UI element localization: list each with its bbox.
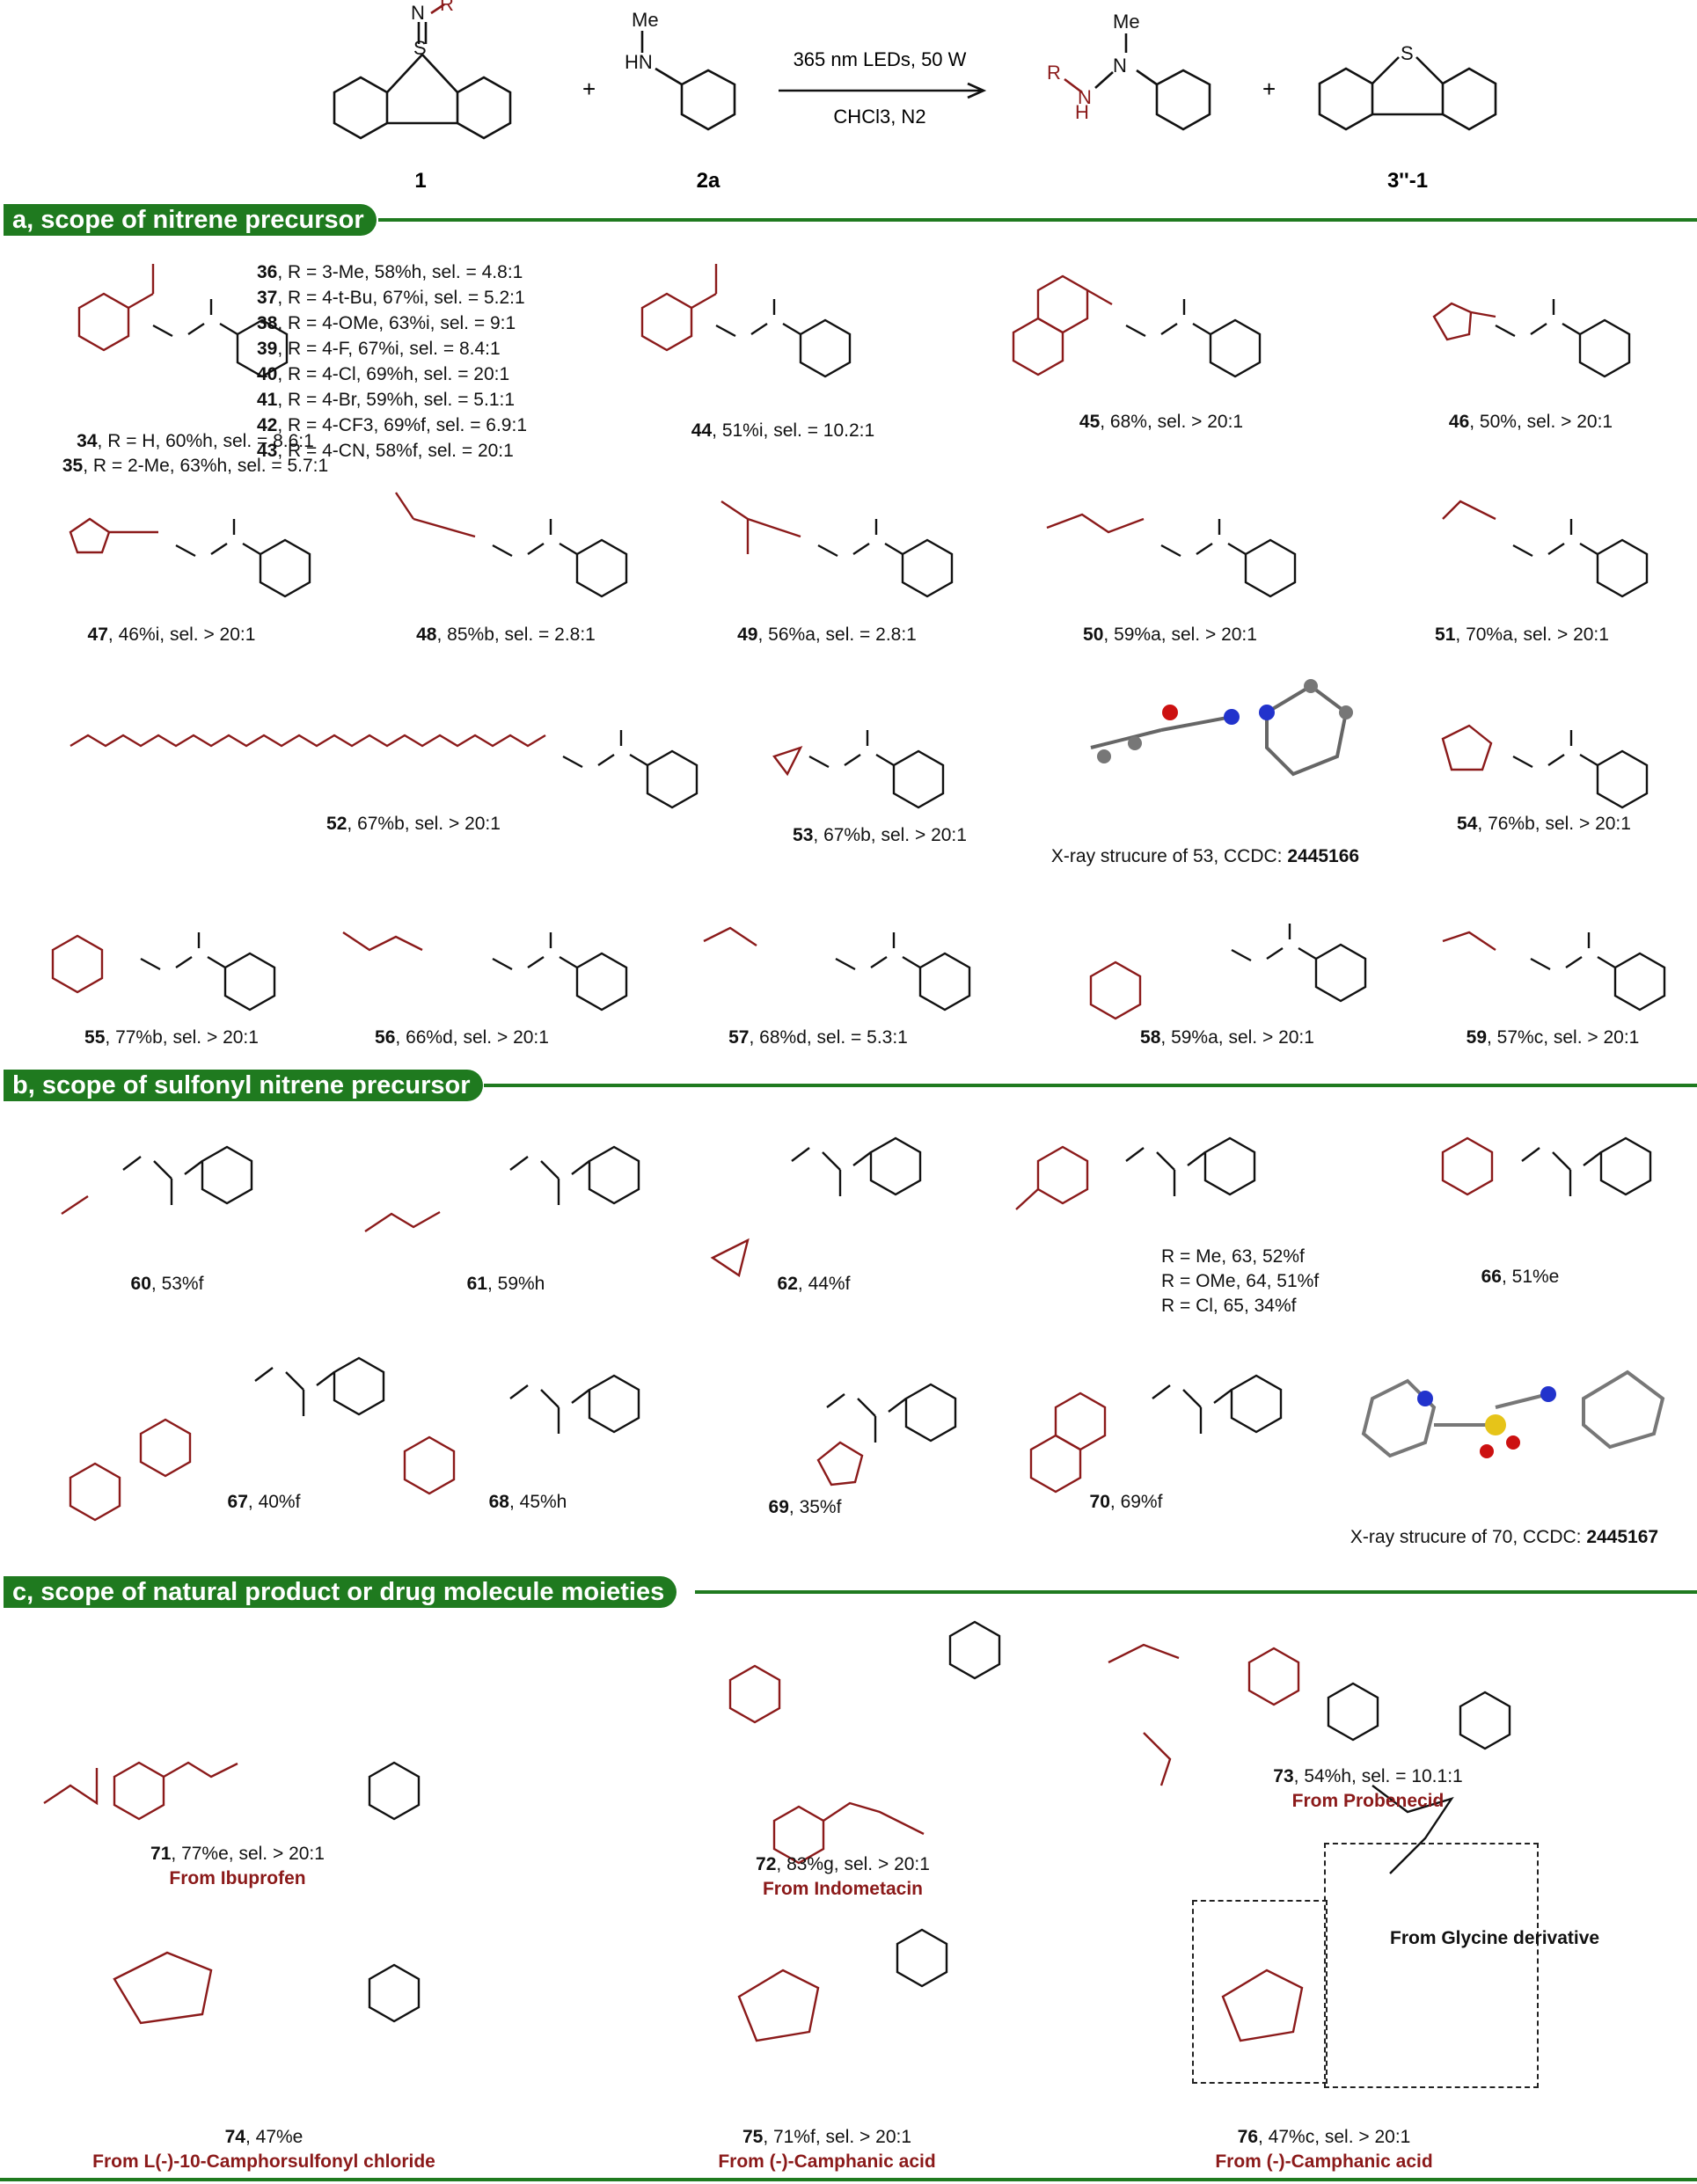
caption-56: 56, 66%d, sel. > 20:1: [375, 1027, 549, 1048]
svg-text:R: R: [440, 0, 454, 15]
camphanic-highlight-box: [1192, 1900, 1328, 2084]
section-c-structures: [43, 1620, 1511, 2042]
svg-text:R: R: [1047, 62, 1061, 84]
caption-68: 68, 45%h: [488, 1492, 567, 1512]
conditions-top: 365 nm LEDs, 50 W: [794, 48, 967, 70]
source-71: From Ibuprofen: [169, 1868, 306, 1888]
reagent-2a-label: 2a: [697, 169, 720, 193]
svg-text:N: N: [411, 2, 425, 24]
section-a-rule: [378, 218, 1697, 222]
section-c-title: c, scope of natural product or drug mole…: [4, 1576, 677, 1608]
caption-57: 57, 68%d, sel. = 5.3:1: [728, 1027, 908, 1048]
list-item: 37, R = 4-t-Bu, 67%i, sel. = 5.2:1: [257, 288, 525, 308]
section-b-header: b, scope of sulfonyl nitrene precursor: [0, 1070, 1697, 1101]
caption-66: 66, 51%e: [1481, 1267, 1560, 1287]
svg-text:H: H: [1075, 101, 1089, 123]
source-72: From Indometacin: [762, 1879, 924, 1899]
caption-60: 60, 53%f: [130, 1274, 204, 1294]
plus-sign-2: +: [1262, 76, 1276, 102]
caption-62: 62, 44%f: [777, 1274, 851, 1294]
r-substituent-list: 36, R = 3-Me, 58%h, sel. = 4.8:1 37, R =…: [257, 259, 527, 464]
section-c-rule: [695, 1590, 1697, 1594]
glycine-label: From Glycine derivative: [1390, 1928, 1600, 1948]
xray-53-model: [1090, 679, 1353, 777]
svg-text:HN: HN: [625, 51, 653, 73]
caption-47: 47, 46%i, sel. > 20:1: [87, 625, 256, 645]
section-b-structures: [61, 1136, 1665, 1522]
svg-text:S: S: [1401, 42, 1414, 64]
svg-text:N: N: [1078, 86, 1092, 108]
list-item: R = Cl, 65, 34%f: [1161, 1296, 1297, 1316]
caption-49: 49, 56%a, sel. = 2.8:1: [737, 625, 917, 645]
list-item: 39, R = 4-F, 67%i, sel. = 8.4:1: [257, 339, 501, 359]
caption-61: 61, 59%h: [466, 1274, 545, 1294]
source-74: From L(-)-10-Camphorsulfonyl chloride: [92, 2151, 435, 2172]
svg-text:N: N: [1113, 55, 1127, 77]
caption-74: 74, 47%e: [224, 2127, 304, 2147]
source-75: From (-)-Camphanic acid: [718, 2151, 936, 2172]
caption-48: 48, 85%b, sel. = 2.8:1: [416, 625, 596, 645]
source-73: From Probenecid: [1291, 1791, 1445, 1811]
svg-text:Me: Me: [632, 9, 659, 31]
svg-text:Me: Me: [1113, 11, 1140, 33]
caption-76: 76, 47%c, sel. > 20:1: [1237, 2127, 1411, 2147]
caption-69: 69, 35%f: [768, 1497, 842, 1517]
caption-46: 46, 50%, sel. > 20:1: [1448, 412, 1613, 432]
section-a-structures: [51, 264, 1666, 1020]
section-a-title: a, scope of nitrene precursor: [4, 204, 377, 236]
caption-xray-53: X-ray strucure of 53, CCDC: 2445166: [1050, 846, 1360, 866]
glycine-highlight-box: [1324, 1843, 1539, 2088]
list-item: R = OMe, 64, 51%f: [1161, 1271, 1320, 1291]
list-item: 42, R = 4-CF3, 69%f, sel. = 6.9:1: [257, 415, 527, 435]
section-b-title: b, scope of sulfonyl nitrene precursor: [4, 1070, 483, 1101]
caption-71: 71, 77%e, sel. > 20:1: [150, 1844, 325, 1864]
caption-53: 53, 67%b, sel. > 20:1: [793, 825, 967, 845]
plus-sign-1: +: [582, 76, 596, 102]
r-list-63-65: R = Me, 63, 52%f R = OMe, 64, 51%f R = C…: [1161, 1245, 1319, 1318]
xray-70-model: [1361, 1370, 1665, 1458]
caption-34: 34, R = H, 60%h, sel. = 8.6:1: [77, 431, 314, 451]
list-item: 38, R = 4-OMe, 63%i, sel. = 9:1: [257, 313, 516, 333]
caption-45: 45, 68%, sel. > 20:1: [1079, 412, 1244, 432]
list-item: R = Me, 63, 52%f: [1161, 1246, 1305, 1267]
list-item: 43, R = 4-CN, 58%f, sel. = 20:1: [257, 441, 514, 461]
caption-55: 55, 77%b, sel. > 20:1: [84, 1027, 259, 1048]
caption-54: 54, 76%b, sel. > 20:1: [1457, 814, 1631, 834]
source-76: From (-)-Camphanic acid: [1215, 2151, 1433, 2172]
caption-58: 58, 59%a, sel. > 20:1: [1140, 1027, 1314, 1048]
svg-text:S: S: [413, 37, 427, 59]
caption-72: 72, 83%g, sel. > 20:1: [756, 1854, 930, 1874]
caption-67: 67, 40%f: [227, 1492, 301, 1512]
conditions-bottom: CHCl3, N2: [833, 106, 925, 128]
caption-44: 44, 51%i, sel. = 10.2:1: [691, 420, 875, 441]
list-item: 36, R = 3-Me, 58%h, sel. = 4.8:1: [257, 262, 523, 282]
caption-52: 52, 67%b, sel. > 20:1: [326, 814, 501, 834]
section-c-header: c, scope of natural product or drug mole…: [0, 1576, 1697, 1608]
caption-50: 50, 59%a, sel. > 20:1: [1083, 625, 1257, 645]
caption-51: 51, 70%a, sel. > 20:1: [1435, 625, 1609, 645]
caption-xray-70: X-ray strucure of 70, CCDC: 2445167: [1350, 1527, 1659, 1547]
bottom-rule: [0, 2178, 1697, 2181]
section-b-rule: [484, 1084, 1697, 1087]
caption-70: 70, 69%f: [1089, 1492, 1163, 1512]
list-item: 41, R = 4-Br, 59%h, sel. = 5.1:1: [257, 390, 516, 410]
caption-75: 75, 71%f, sel. > 20:1: [742, 2127, 912, 2147]
caption-35: 35, R = 2-Me, 63%h, sel. = 5.7:1: [62, 456, 329, 476]
reagent-1-label: 1: [414, 169, 426, 193]
caption-73: 73, 54%h, sel. = 10.1:1: [1273, 1766, 1463, 1786]
byproduct-label: 3''-1: [1387, 169, 1428, 193]
caption-59: 59, 57%c, sel. > 20:1: [1466, 1027, 1640, 1048]
section-a-header: a, scope of nitrene precursor: [0, 204, 1697, 236]
list-item: 40, R = 4-Cl, 69%h, sel. = 20:1: [257, 364, 510, 384]
